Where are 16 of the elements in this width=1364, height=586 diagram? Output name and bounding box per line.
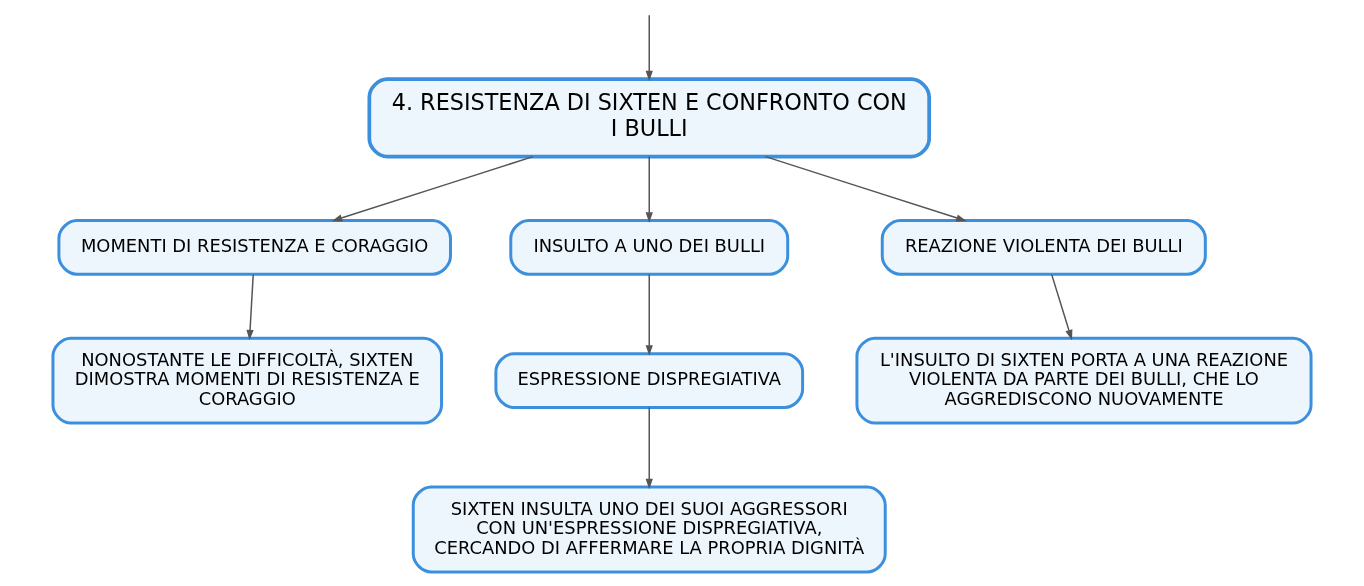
arrow (764, 155, 967, 222)
node-box: NONOSTANTE LE DIFFICOLTÀ, SIXTEN DIMOSTRA MOMENTI DI RESISTENZA E CORAGGIO (51, 336, 444, 425)
arrow (645, 273, 653, 356)
node-box: SIXTEN INSULTA UNO DEI SUOI AGGRESSORI CON UN'ESPRESSIONE DISPREGIATIVA, CERCANDO DI AFFERMARE LA PROPRIA DIGNITÀ (411, 485, 887, 574)
arrow (1051, 273, 1073, 341)
arrow (645, 406, 653, 490)
node-box: INSULTO A UNO DEI BULLI (509, 219, 790, 276)
arrow (645, 155, 653, 223)
arrow (246, 273, 254, 341)
arrow (331, 155, 534, 222)
node-box: L'INSULTO DI SIXTEN PORTA A UNA REAZIONE VIOLENTA DA PARTE DEI BULLI, CHE LO AGGREDISCONO NUOVAMENTE (855, 336, 1313, 425)
node-box: REAZIONE VIOLENTA DEI BULLI (880, 219, 1207, 276)
node-box: 4. RESISTENZA DI SIXTEN E CONFRONTO CON I BULLI (367, 77, 931, 159)
node-box: ESPRESSIONE DISPREGIATIVA (494, 352, 805, 409)
node-box: MOMENTI DI RESISTENZA E CORAGGIO (57, 219, 452, 276)
arrow (645, 14, 653, 82)
